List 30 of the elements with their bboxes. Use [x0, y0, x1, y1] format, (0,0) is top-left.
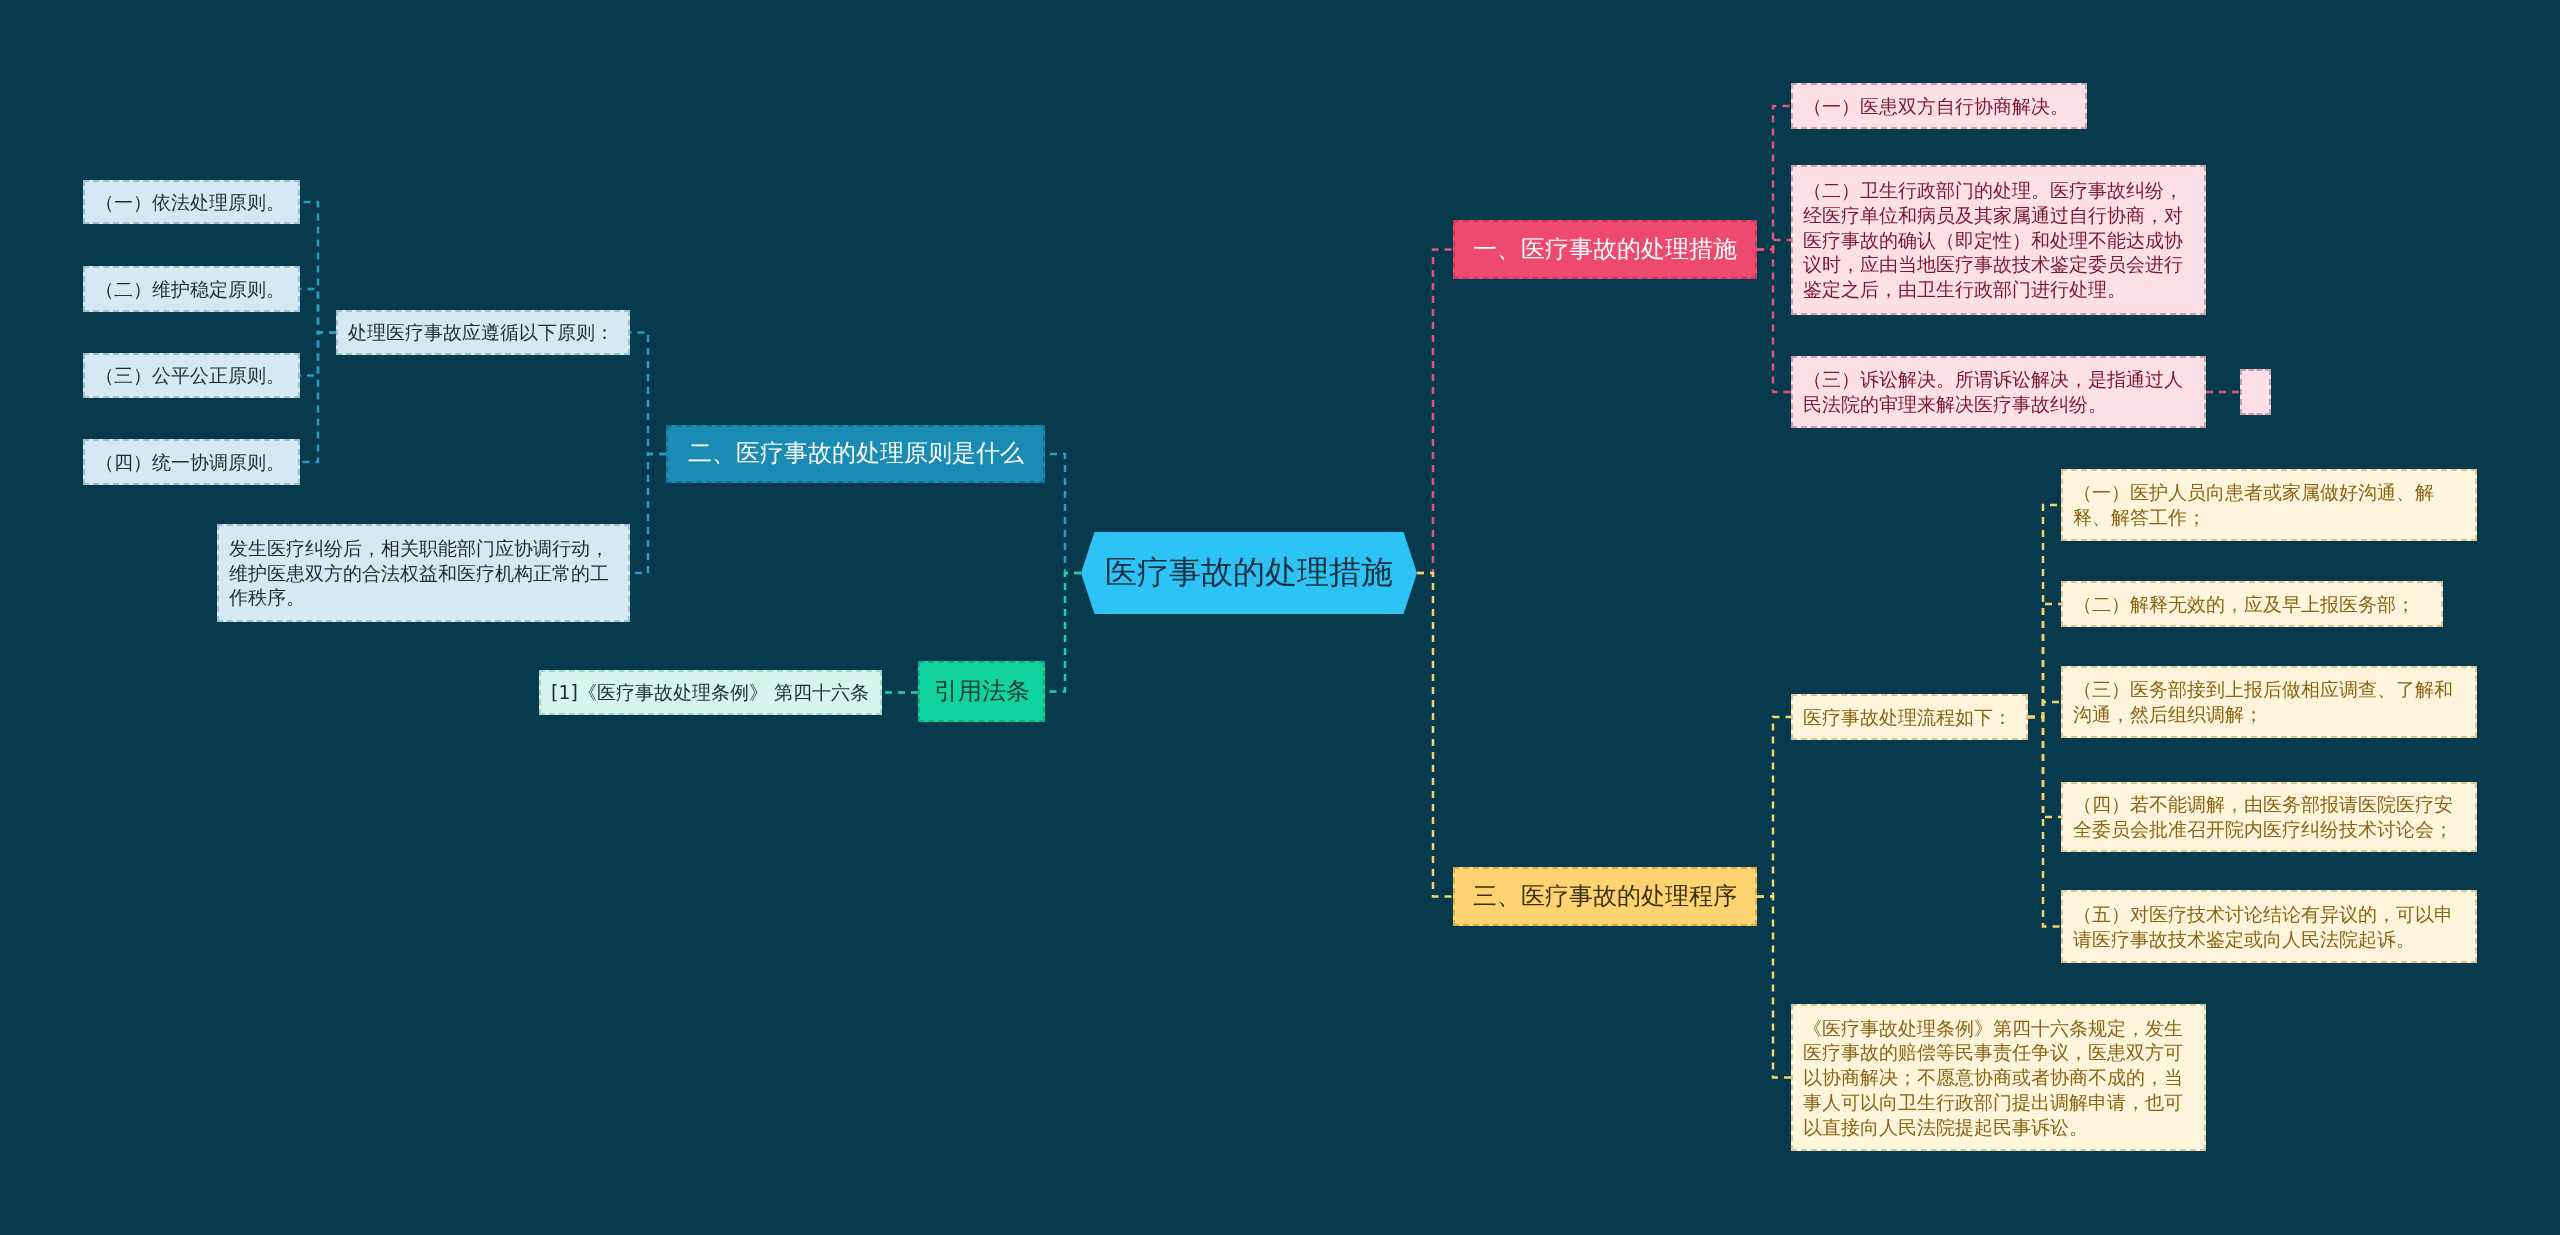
branch-topic: 三、医疗事故的处理程序	[1453, 867, 1757, 926]
subtopic-box: （三）诉讼解决。所谓诉讼解决，是指通过人民法院的审理来解决医疗事故纠纷。	[1791, 356, 2206, 428]
subtopic-box: 发生医疗纠纷后，相关职能部门应协调行动，维护医患双方的合法权益和医疗机构正常的工作秩序。	[217, 524, 630, 622]
connector	[2206, 390, 2240, 394]
connector	[1757, 895, 1791, 1079]
branch-topic: 引用法条	[918, 661, 1045, 722]
central-topic: 医疗事故的处理措施	[1081, 532, 1417, 614]
subtopic-box: （二）卫生行政部门的处理。医疗事故纠纷，经医疗单位和病员及其家属通过自行协商，对医疗事故的确认（即定性）和处理不能达成协议时，应由当地医疗事故技术鉴定委员会进行鉴定之后，由卫生行政部门进行处理。	[1791, 165, 2206, 315]
connector	[1417, 571, 1453, 898]
subtopic-box: （三）公平公正原则。	[83, 353, 300, 398]
subtopic-box: （二）解释无效的，应及早上报医务部；	[2061, 581, 2443, 627]
subtopic-box: （一）医护人员向患者或家属做好沟通、解释、解答工作；	[2061, 469, 2477, 541]
connector	[300, 331, 336, 464]
subtopic-box: （四）若不能调解，由医务部报请医院医疗安全委员会批准召开院内医疗纠纷技术讨论会；	[2061, 782, 2477, 852]
subtopic-box: 处理医疗事故应遵循以下原则：	[336, 310, 630, 355]
subtopic-box: （三）医务部接到上报后做相应调查、了解和沟通，然后组织调解；	[2061, 666, 2477, 738]
subtopic-box: [1]《医疗事故处理条例》 第四十六条	[539, 670, 882, 715]
subtopic-box: （一）依法处理原则。	[83, 180, 300, 224]
subtopic-box: 医疗事故处理流程如下：	[1791, 694, 2028, 740]
empty-box	[2240, 369, 2271, 415]
subtopic-box: （一）医患双方自行协商解决。	[1791, 83, 2087, 129]
subtopic-box: （五）对医疗技术讨论结论有异议的，可以申请医疗事故技术鉴定或向人民法院起诉。	[2061, 890, 2477, 963]
subtopic-box: 《医疗事故处理条例》第四十六条规定，发生医疗事故的赔偿等民事责任争议，医患双方可以协商解决；不愿意协商或者协商不成的，当事人可以向卫生行政部门提出调解申请，也可以直接向人民法院提起民事诉讼。	[1791, 1004, 2206, 1151]
branch-topic: 二、医疗事故的处理原则是什么	[666, 425, 1045, 483]
connector	[2028, 715, 2061, 928]
subtopic-box: （二）维护稳定原则。	[83, 266, 300, 312]
branch-topic: 一、医疗事故的处理措施	[1453, 220, 1757, 279]
connector	[1757, 248, 1791, 394]
subtopic-box: （四）统一协调原则。	[83, 439, 300, 485]
connector	[882, 691, 918, 694]
